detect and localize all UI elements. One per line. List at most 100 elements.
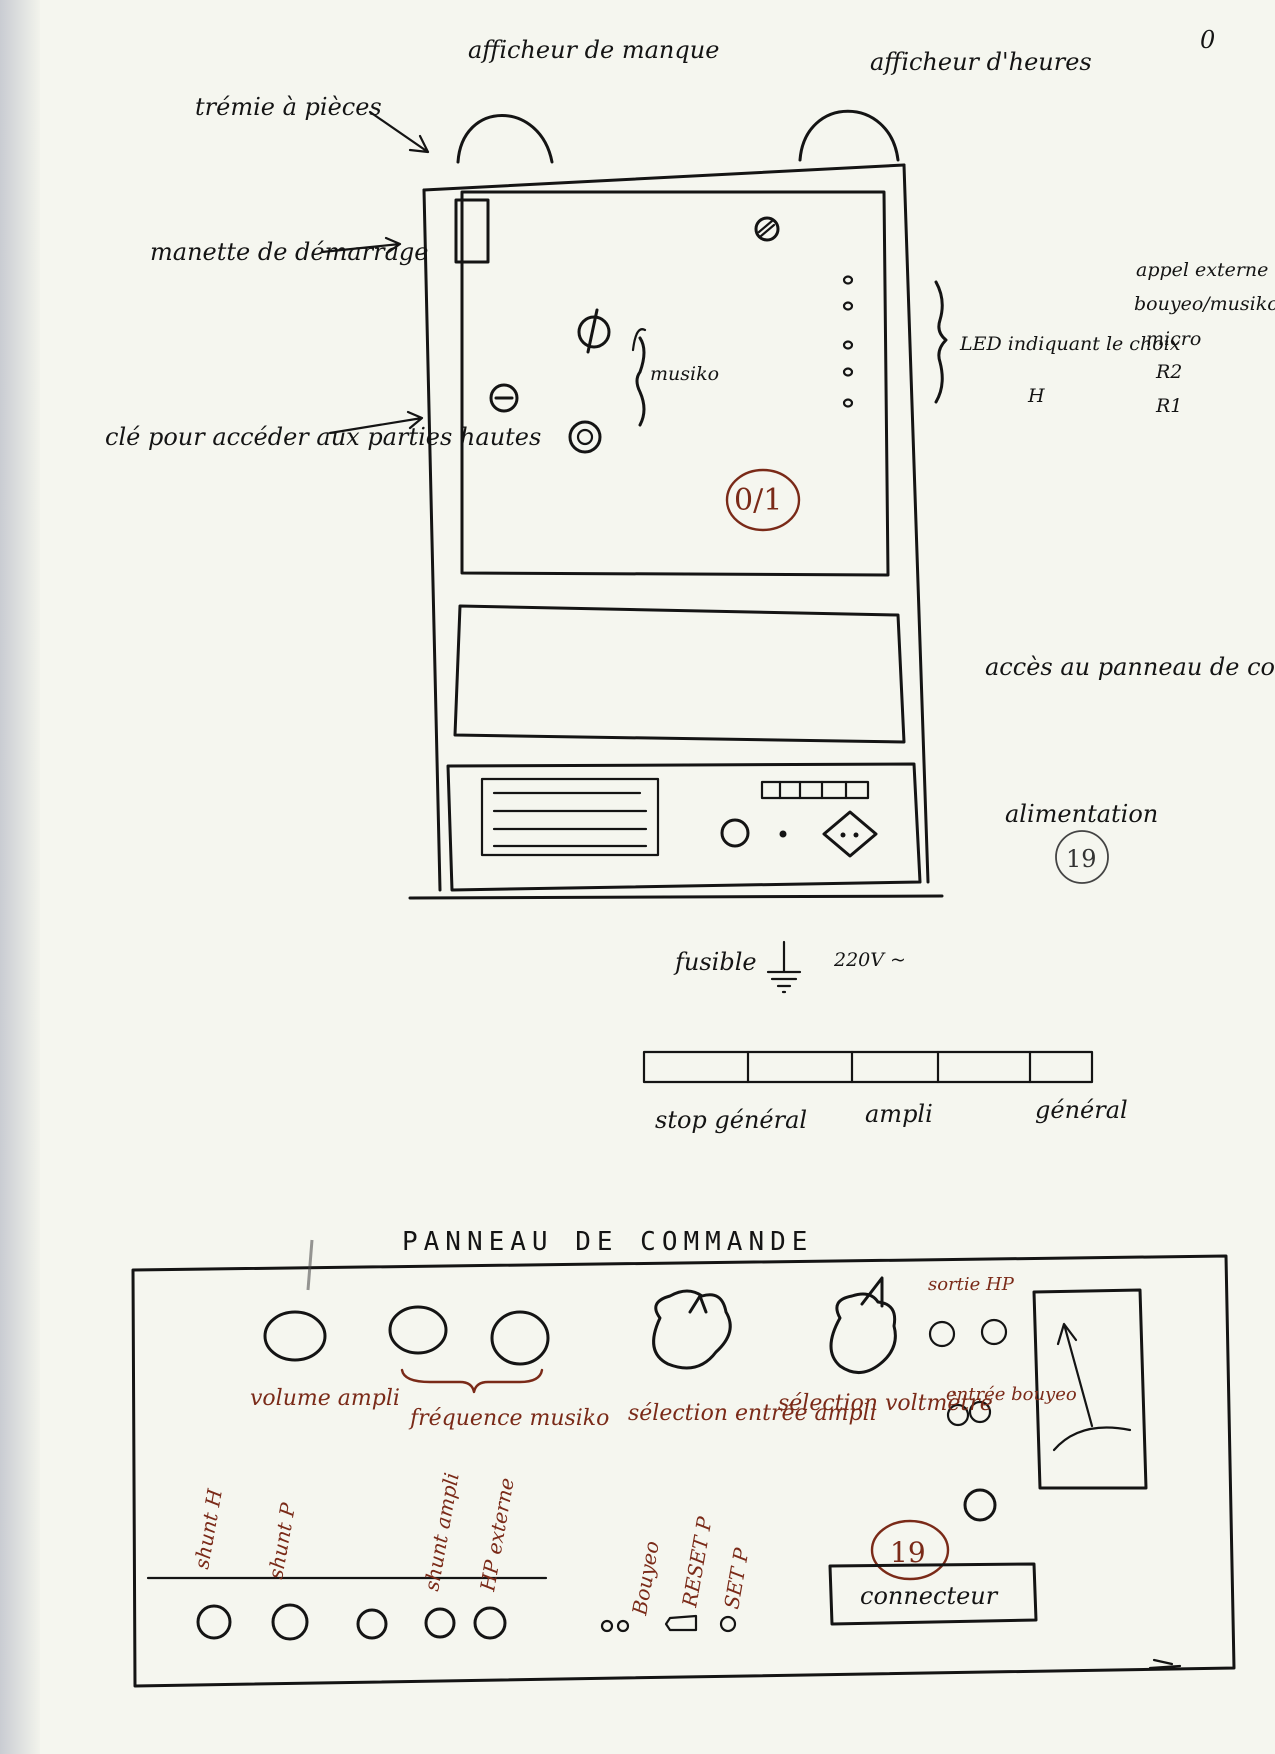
hours-display-label: afficheur d'heures — [870, 48, 1092, 76]
musiko-knob-2-inner — [576, 428, 594, 446]
led-label: LED indiquant le choix — [959, 333, 1181, 355]
led-brace — [934, 280, 948, 404]
bouyeo-label: Bouyeo — [627, 1539, 664, 1618]
switch-label-general: général — [1035, 1096, 1128, 1124]
power-label-plate — [480, 777, 660, 857]
coin-slot-label: trémie à pièces — [195, 93, 382, 121]
key-lock-icon — [489, 383, 519, 413]
power-label: alimentation — [1005, 800, 1158, 828]
led-icon — [842, 398, 854, 408]
panel-access-label: accès au panneau de commande — [985, 653, 1275, 681]
freq-knob-1-icon — [388, 1305, 448, 1355]
shunt-h-label: shunt H — [189, 1487, 227, 1571]
socket-pin — [840, 832, 846, 838]
arrow-coin-slot — [368, 110, 430, 154]
input-selector-label: sélection entrée ampli — [628, 1401, 877, 1426]
switch-strip-dividers — [778, 780, 848, 800]
circled-ref-panel — [870, 1519, 950, 1581]
connector-label: connecteur — [860, 1582, 999, 1610]
shunt-ampli-label: shunt ampli — [419, 1471, 463, 1593]
reset-p-button-icon — [664, 1614, 698, 1632]
bouyeo-in-jack-1 — [946, 1403, 970, 1427]
ground-symbol-icon — [766, 940, 802, 994]
switch-label-ampli: ampli — [865, 1100, 933, 1128]
missing-display-dome — [456, 114, 554, 164]
hp-externe-jack — [473, 1606, 507, 1640]
shunt-p-label: shunt P — [263, 1501, 300, 1581]
circled-ref-power — [1055, 830, 1109, 884]
jack — [356, 1608, 388, 1640]
middle-panel — [453, 604, 906, 744]
knob-hatch — [757, 219, 776, 238]
voltage-label: 220V ~ — [833, 949, 906, 971]
start-lever-icon — [454, 198, 490, 264]
switch-bar-frame — [642, 1050, 1094, 1084]
arrow-key — [328, 410, 424, 435]
power-label-lines — [492, 791, 648, 848]
key-label-line: clé pour accéder aux parties hautes — [105, 423, 541, 451]
led-list-item: R2 — [1155, 361, 1182, 383]
start-lever-label: manette de démarrage — [150, 238, 429, 266]
musiko-label: musiko — [650, 363, 719, 385]
led-icon — [842, 275, 854, 285]
power-panel — [446, 762, 922, 892]
voltmeter-selector-label: sélection voltmètre — [778, 1391, 993, 1416]
circled-ref-top — [725, 468, 801, 532]
power-socket-icon — [822, 810, 878, 858]
circled-ref-power-text: 19 — [1066, 845, 1097, 873]
cabinet-left-edge — [422, 188, 442, 892]
cabinet-right-edge — [902, 163, 930, 884]
control-panel-drawing: 19 — [131, 1239, 1236, 1688]
volume-label: volume ampli — [250, 1386, 400, 1411]
hp-out-label: sortie HP — [928, 1274, 1015, 1295]
round-knob-icon — [754, 216, 780, 242]
bouyeo-in-jack-2 — [968, 1400, 992, 1424]
input-selector-pointer — [688, 1294, 708, 1314]
key-label: clé pour accéder aux parties hautes — [105, 423, 541, 451]
led-icon — [842, 340, 854, 350]
led-list-item: appel externe — [1136, 259, 1268, 281]
connector-box — [828, 1562, 1038, 1626]
freq-knob-2-icon — [490, 1310, 550, 1366]
led-list-item: bouyeo/musiko — [1134, 293, 1275, 315]
led-icon — [842, 301, 854, 311]
switch-bar — [642, 1050, 1094, 1084]
hp-out-jack-1 — [928, 1320, 956, 1348]
cabinet-top-edge — [422, 163, 906, 192]
set-p-label: SET P — [719, 1546, 753, 1611]
circled-ref-panel-text: 19 — [890, 1536, 926, 1569]
musiko-knob-1-pointer — [586, 308, 599, 354]
volume-knob-icon — [263, 1310, 327, 1362]
switch-strip — [760, 780, 870, 800]
power-indicator-dot — [779, 830, 787, 838]
led-icon — [842, 367, 854, 377]
voltmeter-selector-pointer — [860, 1276, 884, 1308]
ground-lines — [766, 940, 802, 994]
switch-label-stop: stop général — [655, 1106, 807, 1134]
missing-display-label: afficheur de manque — [468, 36, 719, 64]
bouyeo-in-label: entrée bouyeo — [946, 1384, 1077, 1405]
freq-brace — [400, 1368, 544, 1394]
cabinet-base-line — [408, 894, 944, 900]
voltmeter-arc — [1052, 1426, 1132, 1452]
arrow-start-lever — [320, 236, 402, 255]
cabinet-drawing: musiko 0/1 — [320, 109, 948, 900]
circled-ref-top-text: 0/1 — [734, 483, 782, 518]
page-number: 0 — [1200, 26, 1215, 54]
paper-edge-shadow — [0, 0, 40, 1754]
socket-pin — [853, 832, 859, 838]
musiko-knob-2-icon — [568, 420, 602, 454]
large-knob-icon — [963, 1488, 997, 1522]
led-list-item: micro — [1146, 328, 1201, 350]
fuse-label: fusible — [673, 948, 757, 976]
shunt-p-jack — [271, 1603, 309, 1641]
led-label-h: H — [1027, 385, 1045, 407]
reset-p-label: RESET P — [677, 1514, 717, 1609]
voltmeter-selector-knob-icon — [829, 1292, 897, 1374]
control-panel-title: PANNEAU DE COMMANDE — [402, 1227, 813, 1257]
input-selector-knob-icon — [652, 1289, 732, 1370]
musiko-brace — [635, 336, 646, 427]
bouyeo-jack-1 — [600, 1619, 614, 1633]
